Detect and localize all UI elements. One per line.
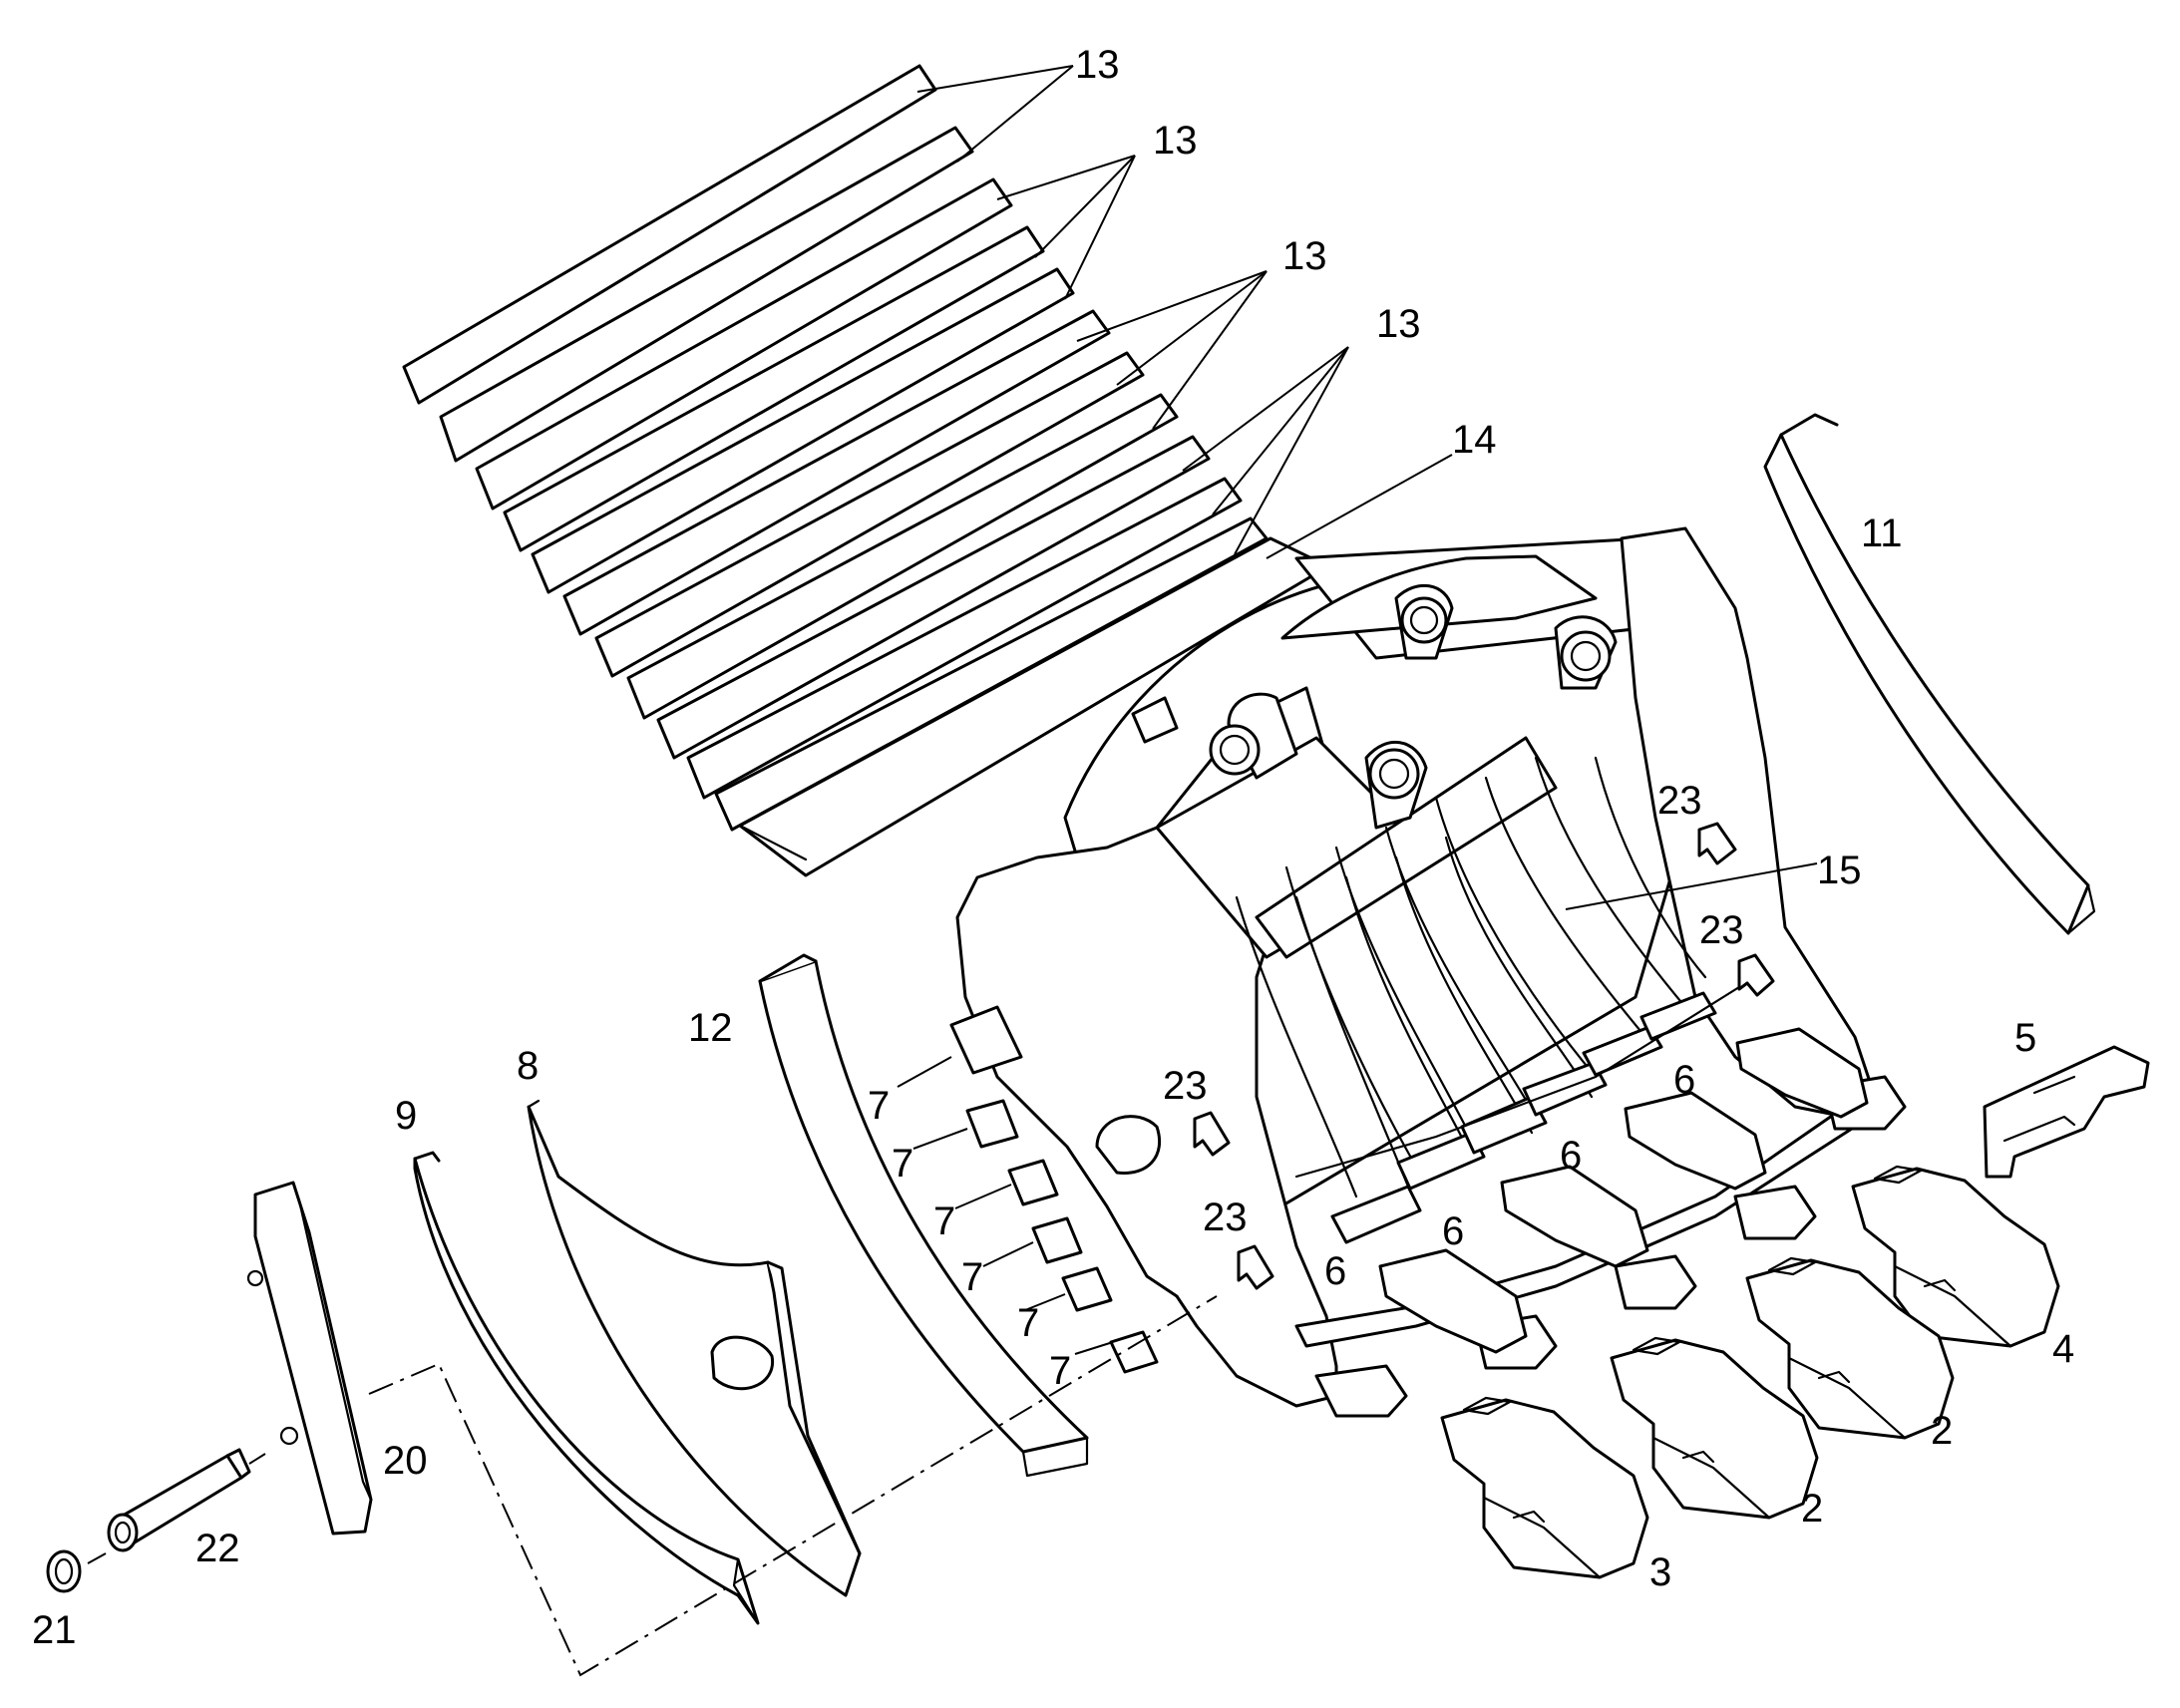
callout-23a: 23 bbox=[1657, 779, 1702, 823]
callout-6a: 6 bbox=[1673, 1058, 1695, 1102]
callout-9: 9 bbox=[395, 1094, 417, 1138]
wear-strips-13 bbox=[402, 64, 1269, 832]
side-plate-9 bbox=[413, 1151, 760, 1625]
callout-13d: 13 bbox=[1376, 302, 1421, 346]
retainer-plate-20 bbox=[246, 1181, 373, 1536]
callout-11: 11 bbox=[1861, 512, 1903, 555]
callout-13b: 13 bbox=[1153, 119, 1198, 163]
bucket-body-15 bbox=[955, 526, 1877, 1408]
callout-2b: 2 bbox=[1801, 1487, 1823, 1531]
callout-7b: 7 bbox=[892, 1142, 913, 1186]
callout-6c: 6 bbox=[1442, 1209, 1464, 1253]
callout-14: 14 bbox=[1452, 418, 1497, 462]
bolt-on-edge-5 bbox=[1983, 1045, 2150, 1179]
callout-5: 5 bbox=[2014, 1016, 2036, 1060]
adapter-covers-6 bbox=[1378, 1027, 1869, 1354]
callout-7d: 7 bbox=[961, 1255, 983, 1299]
callout-6d: 6 bbox=[1324, 1249, 1346, 1293]
callout-22: 22 bbox=[195, 1527, 240, 1570]
callout-13a: 13 bbox=[1075, 43, 1120, 87]
callout-7f: 7 bbox=[1049, 1349, 1071, 1393]
callout-15: 15 bbox=[1817, 849, 1862, 892]
callout-8: 8 bbox=[517, 1044, 539, 1088]
callout-13c: 13 bbox=[1282, 234, 1327, 278]
washer-21 bbox=[46, 1549, 82, 1593]
weld-marks-23 bbox=[1193, 822, 1775, 1290]
retaining-pin-22 bbox=[107, 1448, 251, 1552]
side-strip-12 bbox=[758, 953, 1089, 1478]
callout-4: 4 bbox=[2052, 1327, 2074, 1371]
side-plate-8 bbox=[527, 1099, 862, 1597]
callout-6b: 6 bbox=[1560, 1134, 1582, 1178]
callout-23d: 23 bbox=[1203, 1196, 1248, 1239]
callout-21: 21 bbox=[32, 1608, 77, 1652]
callout-12: 12 bbox=[688, 1006, 733, 1050]
leader-lines bbox=[897, 65, 1818, 1355]
callout-7e: 7 bbox=[1017, 1301, 1039, 1345]
callout-23b: 23 bbox=[1699, 908, 1744, 952]
callout-3: 3 bbox=[1649, 1550, 1671, 1594]
side-cutters-7 bbox=[949, 1005, 1159, 1374]
callout-20: 20 bbox=[383, 1439, 428, 1483]
tooth-point-3 bbox=[1440, 1396, 1649, 1579]
side-strip-11 bbox=[1763, 413, 2096, 935]
callout-23c: 23 bbox=[1163, 1064, 1208, 1108]
callout-7a: 7 bbox=[868, 1084, 890, 1128]
assembly-axis bbox=[87, 1295, 1218, 1677]
tooth-point-2a bbox=[1745, 1256, 1955, 1440]
tooth-point-4 bbox=[1851, 1165, 2060, 1348]
tooth-point-2b bbox=[1610, 1336, 1819, 1520]
callouts: 13 13 13 13 14 11 15 23 23 23 23 12 5 8 … bbox=[32, 43, 2074, 1652]
callout-2a: 2 bbox=[1931, 1409, 1953, 1453]
callout-7c: 7 bbox=[933, 1199, 955, 1243]
